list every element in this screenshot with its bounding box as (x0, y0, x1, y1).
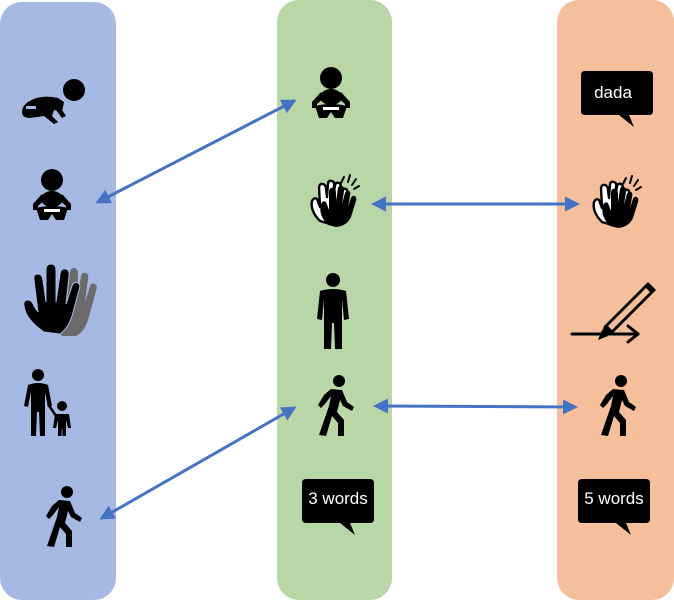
pencil-writing-icon (570, 282, 656, 344)
baby-icon (33, 169, 71, 220)
walking-person-icon (318, 375, 354, 436)
bubble-text-5-words: 5 words (584, 489, 644, 508)
baby-icon (312, 67, 350, 118)
standing-person-icon (317, 273, 349, 349)
arrow-walking-to-walking-left (99, 406, 297, 520)
walking-person-icon (600, 375, 636, 436)
hands-icon (23, 263, 97, 336)
speech-bubble-icon (581, 71, 653, 127)
clapping-hands-icon (310, 173, 361, 229)
bubble-text-3-words: 3 words (308, 489, 368, 508)
arrow-walking-to-walking-right (373, 398, 578, 415)
clapping-hands-icon (592, 174, 643, 230)
walking-person-icon (46, 486, 82, 547)
bubble-text-dada: dada (594, 83, 632, 102)
crawling-baby-icon (22, 79, 85, 124)
speech-bubble-icon (302, 479, 374, 535)
parent-child-icon (24, 369, 71, 436)
speech-bubble-icon (578, 479, 650, 535)
arrow-baby-to-baby (95, 99, 297, 204)
